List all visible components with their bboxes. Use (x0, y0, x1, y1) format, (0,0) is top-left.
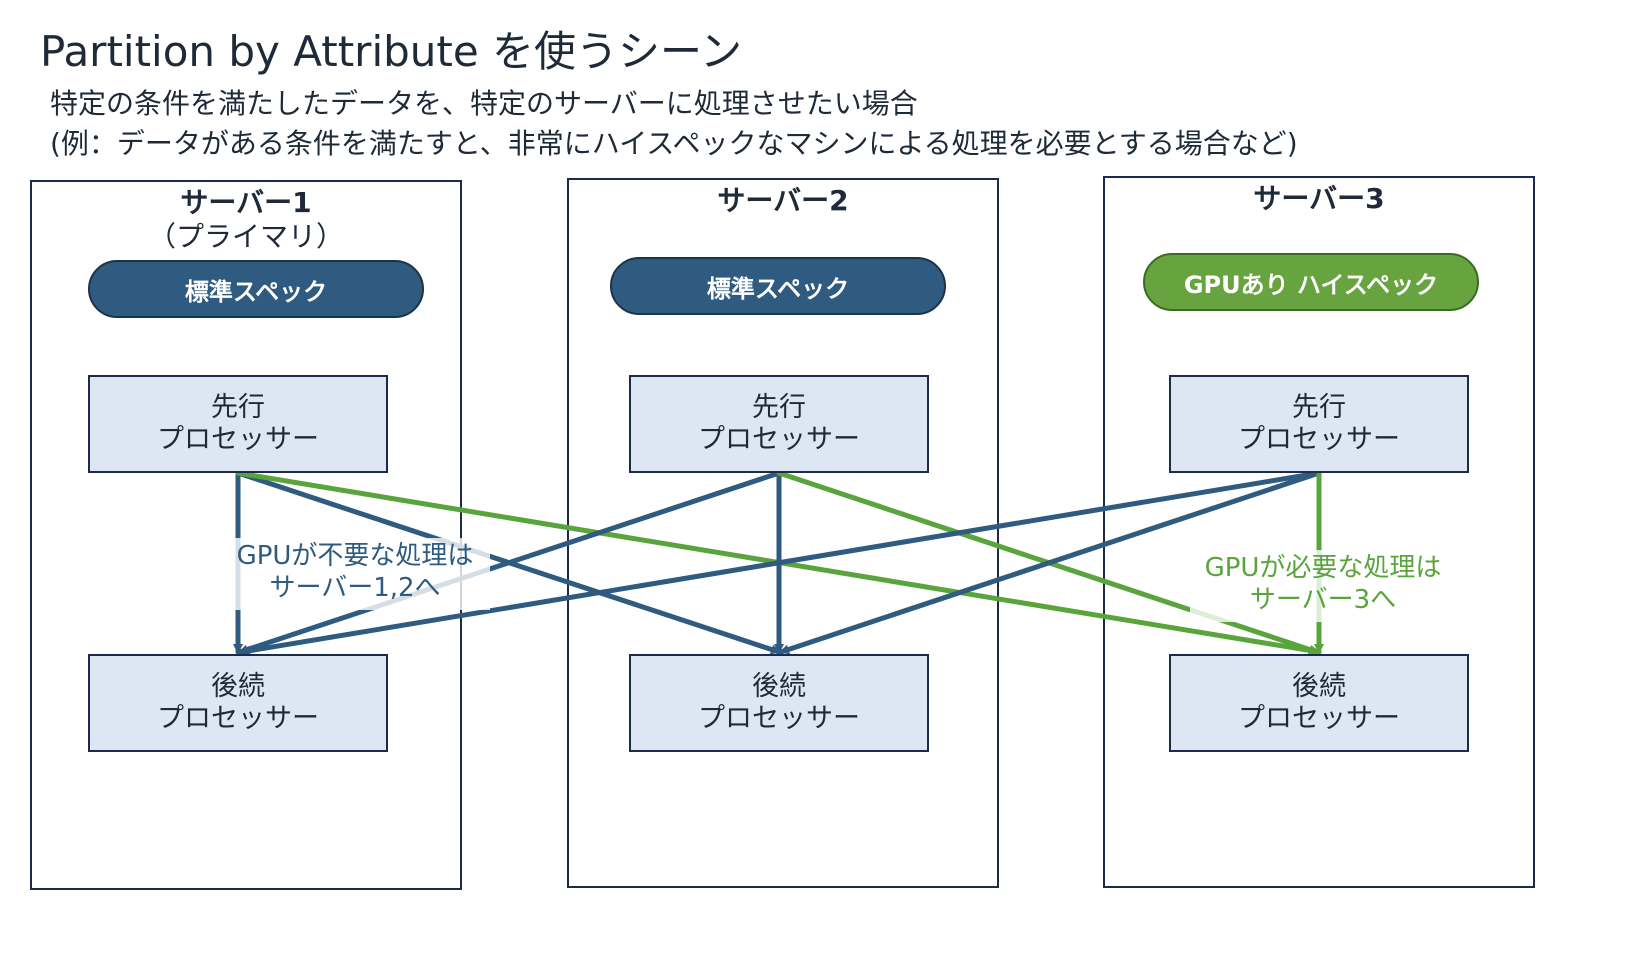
processor-label: プロセッサー (698, 703, 860, 734)
subtitle-line-1: 特定の条件を満たしたデータを、特定のサーバーに処理させたい場合 (50, 87, 918, 120)
flow-3-to-2 (778, 470, 1322, 655)
server-3-name: サーバー3 (1253, 182, 1385, 215)
note-line: GPUが必要な処理は (1204, 553, 1442, 583)
server-1-upstream-processor: 先行 プロセッサー (88, 375, 388, 473)
note-blue-backdrop (220, 538, 490, 610)
processor-label: 先行 (211, 392, 265, 423)
flow-3-to-1 (239, 470, 1322, 656)
server-1-subtitle: （プライマリ） (147, 220, 344, 253)
processor-label: プロセッサー (157, 703, 319, 734)
server-1-name: サーバー1 (180, 186, 312, 219)
processor-label: 先行 (752, 392, 806, 423)
server-3-downstream-processor: 後続 プロセッサー (1169, 654, 1469, 752)
server-2-upstream-processor: 先行 プロセッサー (629, 375, 929, 473)
processor-label: プロセッサー (698, 424, 860, 455)
flow-2-to-1 (237, 470, 782, 655)
server-1-downstream-processor: 後続 プロセッサー (88, 654, 388, 752)
server-2-name: サーバー2 (717, 184, 849, 217)
note-no-gpu: GPUが不要な処理は サーバー1,2へ (222, 540, 488, 604)
processor-label: 後続 (1292, 671, 1346, 702)
processor-label: プロセッサー (1238, 703, 1400, 734)
note-line: GPUが不要な処理は (236, 541, 474, 571)
processor-label: 後続 (211, 671, 265, 702)
note-line: サーバー1,2へ (269, 573, 441, 603)
server-1-spec-badge: 標準スペック (88, 260, 424, 318)
note-gpu: GPUが必要な処理は サーバー3へ (1190, 552, 1456, 616)
server-3-upstream-processor: 先行 プロセッサー (1169, 375, 1469, 473)
server-3-spec-badge: GPUあり ハイスペック (1143, 253, 1479, 311)
page-title: Partition by Attribute を使うシーン (40, 27, 742, 76)
processor-label: 後続 (752, 671, 806, 702)
subtitle-line-2: (例：データがある条件を満たすと、非常にハイスペックなマシンによる処理を必要とす… (50, 127, 1298, 160)
processor-label: 先行 (1292, 392, 1346, 423)
page-subtitle: 特定の条件を満たしたデータを、特定のサーバーに処理させたい場合 (例：データがあ… (50, 84, 1298, 164)
server-2-spec-badge: 標準スペック (610, 257, 946, 315)
note-green-backdrop (1190, 550, 1456, 622)
processor-label: プロセッサー (157, 424, 319, 455)
note-line: サーバー3へ (1249, 585, 1397, 615)
processor-label: プロセッサー (1238, 424, 1400, 455)
server-2-downstream-processor: 後続 プロセッサー (629, 654, 929, 752)
